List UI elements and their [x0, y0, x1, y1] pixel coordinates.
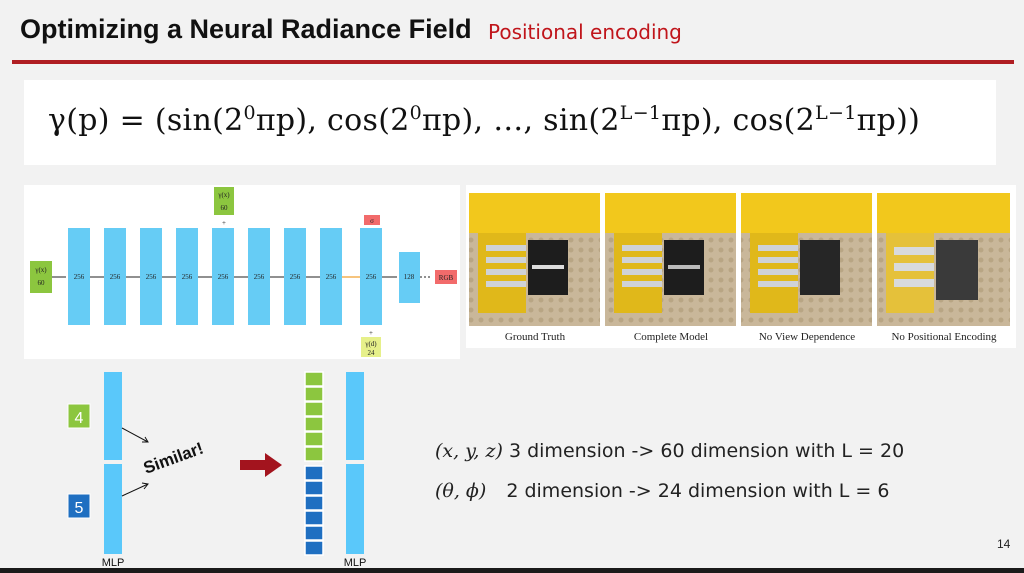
comparison-captions: Ground Truth Complete Model No View Depe… [505, 331, 997, 343]
layer-label: 128 [404, 273, 415, 281]
mlp-label-left: MLP [102, 557, 125, 569]
dir-plus: + [369, 329, 373, 337]
encoded-green-stack [304, 371, 324, 462]
layer-label: 256 [74, 273, 85, 281]
formula-part: πp), …, sin(2 [422, 103, 620, 138]
direction-input-label: γ(d) [364, 340, 377, 348]
dimension-vars: (x, y, z) [435, 440, 503, 462]
slide-title: Optimizing a Neural Radiance Field [20, 14, 472, 44]
formula-exponent: 0 [409, 102, 422, 124]
skip-input-label: γ(x) [217, 191, 230, 199]
comparison-images: Ground Truth Complete Model No View Depe… [469, 193, 1010, 343]
input-x-label: γ(x) [34, 266, 47, 274]
mlp-bar-upper [104, 372, 122, 460]
layer-label: 256 [146, 273, 157, 281]
encoded-blue-stack [304, 465, 324, 556]
transform-arrow-icon [240, 453, 282, 477]
layer-label: 256 [218, 273, 229, 281]
input-four-label: 4 [75, 410, 84, 427]
mlp-label-right: MLP [344, 557, 367, 569]
layer-label: 256 [326, 273, 337, 281]
similarity-arrows [121, 427, 149, 497]
formula-exponent: L−1 [619, 102, 662, 124]
input-four-box [67, 403, 91, 429]
skip-input-dim: 60 [221, 204, 229, 212]
sigma-box [364, 215, 380, 225]
page-number: 14 [997, 537, 1011, 551]
dimension-vars: (θ, ϕ) [435, 480, 487, 502]
sigma-label: σ [370, 217, 374, 225]
input-five-box [67, 493, 91, 519]
formula-part: πp)) [856, 103, 921, 138]
skip-input-box [214, 187, 234, 215]
layer-label: 256 [290, 273, 301, 281]
formula-exponent: 0 [243, 102, 256, 124]
network-diagram: γ(x) 60 25 [30, 187, 457, 357]
layer-label: 256 [182, 273, 193, 281]
input-five-label: 5 [75, 500, 84, 517]
layer-label: 256 [254, 273, 265, 281]
caption-no-view-dependence: No View Dependence [759, 331, 855, 343]
bottom-border [0, 568, 1024, 573]
formula-part: πp), cos(2 [255, 103, 410, 138]
input-x-box [30, 261, 52, 293]
title-divider [12, 60, 1014, 64]
formula-exponent: L−1 [815, 102, 857, 124]
similar-label: Similar! [141, 439, 206, 478]
comparison-panel: Ground Truth Complete Model No View Depe… [466, 185, 1016, 348]
input-x-dim: 60 [38, 279, 46, 287]
caption-ground-truth: Ground Truth [505, 331, 566, 343]
image-no-positional-encoding [877, 193, 1010, 326]
direction-input-dim: 24 [368, 349, 376, 357]
layer-label: 256 [110, 273, 121, 281]
image-no-view-dependence [741, 193, 872, 326]
rgb-output-label: RGB [439, 274, 454, 282]
mlp-right-bar-lower [346, 464, 364, 554]
formula-part: πp), cos(2 [661, 103, 816, 138]
formula-part: γ(p) = (sin(2 [48, 103, 244, 138]
dimension-desc: 2 dimension -> 24 dimension with L = 6 [506, 480, 890, 502]
dimension-note-xyz: (x, y, z) 3 dimension -> 60 dimension wi… [435, 440, 904, 462]
slide-subtitle: Positional encoding [488, 20, 682, 44]
caption-complete-model: Complete Model [634, 331, 708, 343]
dimension-note-angles: (θ, ϕ) 2 dimension -> 24 dimension with … [435, 480, 889, 502]
positional-encoding-formula: γ(p) = (sin(20πp), cos(20πp), …, sin(2L−… [48, 102, 920, 138]
dimension-desc: 3 dimension -> 60 dimension with L = 20 [508, 440, 905, 462]
layer-labels: 256 256 256 256 256 256 256 256 256 128 [74, 273, 415, 281]
layer-label: 256 [366, 273, 377, 281]
mlp-right-bar-upper [346, 372, 364, 460]
caption-no-positional-encoding: No Positional Encoding [891, 331, 997, 343]
mlp-bar-lower [104, 464, 122, 554]
hidden-layers [68, 228, 420, 325]
direction-input-box [361, 337, 381, 357]
image-complete-model [605, 193, 736, 326]
network-diagram-panel: γ(x) 60 25 [24, 185, 460, 359]
formula-box [24, 80, 996, 165]
title-bar: Optimizing a Neural Radiance Field Posit… [0, 0, 1024, 58]
skip-plus: + [222, 219, 226, 227]
image-ground-truth [469, 193, 600, 326]
mlp-similarity-sketch: 4 5 Similar! MLP MLP [67, 371, 367, 569]
rgb-output-box [435, 270, 457, 284]
